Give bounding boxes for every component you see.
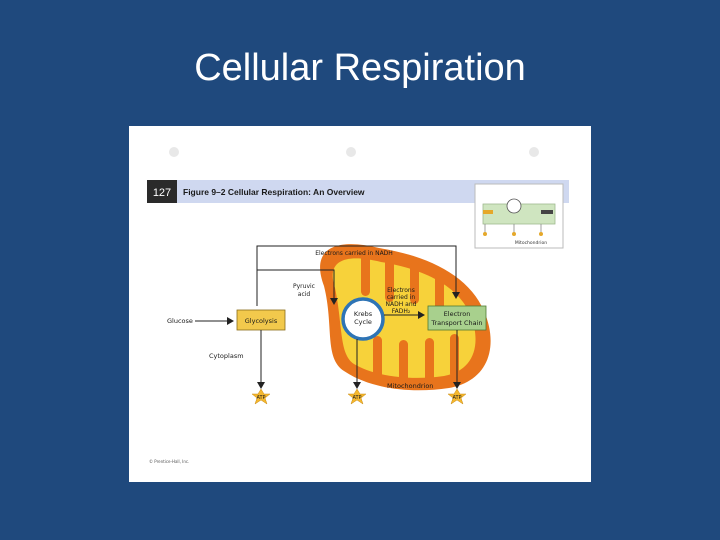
etc-label-line2: Transport Chain: [430, 319, 482, 327]
figure-number-box: [147, 180, 177, 203]
pyruvic-acid-label-line1: Pyruvic: [293, 283, 315, 290]
electrons-fadh2-line4: FADH₂: [392, 308, 411, 315]
pyruvic-acid-label-line2: acid: [298, 291, 311, 298]
etc-label-line1: Electron: [444, 310, 471, 318]
punch-hole-icon: [529, 147, 539, 157]
krebs-label-line2: Cycle: [354, 318, 372, 326]
copyright-text: © Prentice-Hall, Inc.: [149, 459, 189, 464]
electrons-fadh2-line2: carried in: [387, 294, 416, 301]
atp-star-icon: ATP: [447, 388, 467, 405]
cytoplasm-label: Cytoplasm: [209, 352, 244, 360]
glycolysis-label: Glycolysis: [245, 317, 278, 325]
electrons-nadh-label: Electrons carried in NADH: [315, 250, 393, 257]
mitochondrion-shape: [320, 244, 491, 391]
glucose-label: Glucose: [167, 317, 193, 325]
electrons-fadh2-line3: NADH and: [386, 301, 417, 308]
punch-hole-icon: [346, 147, 356, 157]
mitochondrion-label: Mitochondrion: [387, 382, 433, 390]
pyruvic-acid-arrow: [256, 269, 338, 306]
punch-hole-icon: [169, 147, 179, 157]
atp-label: ATP: [256, 395, 265, 401]
atp-label: ATP: [352, 395, 361, 401]
diagram-svg: 127 Figure 9–2 Cellular Respiration: An …: [147, 147, 569, 464]
krebs-label-line1: Krebs: [354, 310, 373, 318]
krebs-cycle-ring: [341, 297, 385, 341]
atp-star-icon: ATP: [347, 388, 367, 405]
figure-number: 127: [153, 187, 171, 199]
mitochondrion-inset: Mitochondrion: [474, 183, 564, 249]
slide-title: Cellular Respiration: [194, 47, 526, 89]
diagram-figure: 127 Figure 9–2 Cellular Respiration: An …: [129, 126, 591, 482]
atp-star-icon: ATP: [251, 388, 271, 405]
atp-label: ATP: [452, 395, 461, 401]
inset-label: Mitochondrion: [515, 240, 547, 246]
header-bar: [147, 180, 569, 203]
figure-caption: Figure 9–2 Cellular Respiration: An Over…: [183, 187, 365, 197]
electrons-fadh2-line1: Electrons: [387, 287, 415, 294]
